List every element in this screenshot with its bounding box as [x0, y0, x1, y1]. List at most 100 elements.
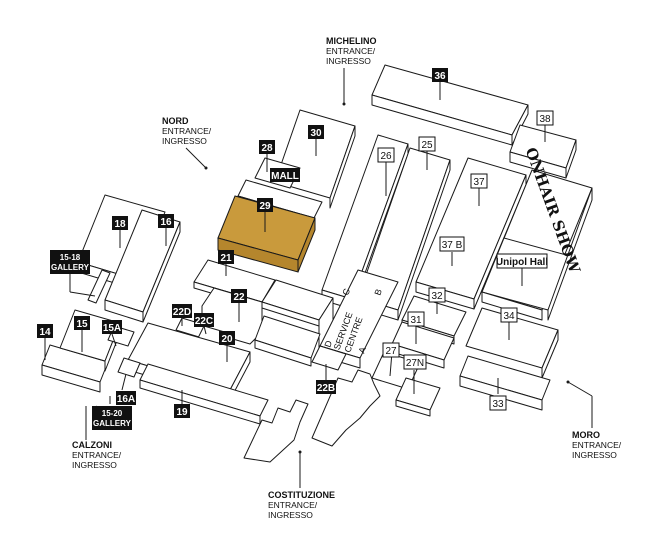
badge-mall: MALL — [270, 168, 300, 182]
building-16a[interactable] — [117, 357, 141, 378]
badge-29: 29 — [257, 198, 273, 212]
svg-text:20: 20 — [221, 334, 233, 345]
entrance-calzoni[interactable]: CALZONI ENTRANCE/ INGRESSO — [72, 440, 122, 470]
svg-text:16: 16 — [160, 217, 172, 228]
badge-22d: 22D — [172, 304, 192, 318]
badge-20: 20 — [219, 331, 235, 345]
entrance-nord[interactable]: NORD ENTRANCE/ INGRESSO — [162, 116, 212, 146]
building-22b[interactable] — [311, 345, 347, 371]
building-38[interactable] — [509, 124, 577, 179]
svg-text:15-18: 15-18 — [60, 253, 81, 262]
badge-25: 25 — [418, 136, 436, 152]
building-29-highlighted[interactable] — [217, 195, 316, 273]
svg-text:33: 33 — [492, 399, 504, 410]
badge-15: 15 — [74, 316, 90, 330]
svg-text:15A: 15A — [103, 323, 121, 334]
badge-31: 31 — [407, 311, 425, 327]
svg-text:INGRESSO: INGRESSO — [572, 450, 617, 460]
svg-text:27N: 27N — [406, 358, 424, 369]
badge-gallery-15-20: 15-20 GALLERY — [92, 406, 132, 430]
svg-text:21: 21 — [220, 253, 232, 264]
building-19[interactable] — [139, 363, 269, 425]
svg-text:COSTITUZIONE: COSTITUZIONE — [268, 490, 335, 500]
svg-text:19: 19 — [176, 407, 188, 418]
building-20-east[interactable] — [254, 315, 321, 367]
road-letter-a: A — [356, 346, 367, 355]
road-letter-d: D — [322, 339, 334, 349]
road-letter-b: B — [372, 288, 383, 297]
building-costituzione-right[interactable] — [311, 369, 381, 447]
svg-text:22: 22 — [233, 292, 245, 303]
building-costituzione-left[interactable] — [243, 399, 309, 463]
building-27n[interactable] — [395, 377, 441, 417]
svg-text:ENTRANCE/: ENTRANCE/ — [268, 500, 318, 510]
badge-15a: 15A — [102, 320, 122, 334]
badge-21: 21 — [218, 250, 234, 264]
badge-37b: 37 B — [439, 236, 465, 252]
badge-27: 27 — [382, 342, 400, 358]
svg-text:14: 14 — [39, 327, 51, 338]
svg-text:ENTRANCE/: ENTRANCE/ — [572, 440, 622, 450]
svg-text:34: 34 — [503, 311, 515, 322]
svg-text:26: 26 — [380, 151, 392, 162]
svg-text:15-20: 15-20 — [102, 409, 123, 418]
entrance-costituzione[interactable]: COSTITUZIONE ENTRANCE/ INGRESSO — [268, 490, 335, 520]
building-33[interactable] — [459, 355, 551, 411]
badge-16a: 16A — [116, 391, 136, 405]
svg-text:37 B: 37 B — [442, 240, 463, 251]
svg-text:MICHELINO: MICHELINO — [326, 36, 377, 46]
entrance-moro[interactable]: MORO ENTRANCE/ INGRESSO — [572, 430, 622, 460]
badge-22c: 22C — [194, 313, 214, 327]
building-21-east[interactable] — [261, 279, 334, 353]
svg-text:32: 32 — [431, 291, 443, 302]
badge-33: 33 — [489, 395, 507, 411]
entrance-michelino[interactable]: MICHELINO ENTRANCE/ INGRESSO — [326, 36, 377, 66]
svg-text:28: 28 — [261, 143, 273, 154]
svg-text:36: 36 — [434, 71, 446, 82]
badge-26: 26 — [377, 147, 395, 163]
svg-text:16A: 16A — [117, 394, 135, 405]
svg-text:27: 27 — [385, 346, 397, 357]
badge-18: 18 — [112, 216, 128, 230]
svg-text:INGRESSO: INGRESSO — [72, 460, 117, 470]
svg-text:GALLERY: GALLERY — [93, 419, 132, 428]
svg-text:30: 30 — [310, 128, 322, 139]
badge-32: 32 — [428, 287, 446, 303]
badge-14: 14 — [37, 324, 53, 338]
svg-text:29: 29 — [259, 201, 271, 212]
building-16[interactable] — [104, 209, 181, 323]
svg-text:15: 15 — [76, 319, 88, 330]
svg-text:ENTRANCE/: ENTRANCE/ — [72, 450, 122, 460]
svg-text:22D: 22D — [173, 307, 191, 318]
svg-text:25: 25 — [421, 140, 433, 151]
svg-text:ENTRANCE/: ENTRANCE/ — [326, 46, 376, 56]
gallery-15-18[interactable] — [87, 269, 111, 304]
badge-28: 28 — [259, 140, 275, 154]
svg-text:INGRESSO: INGRESSO — [326, 56, 371, 66]
svg-text:GALLERY: GALLERY — [51, 263, 90, 272]
building-36[interactable] — [371, 64, 529, 146]
building-14[interactable] — [41, 344, 109, 393]
svg-text:37: 37 — [473, 177, 485, 188]
svg-text:Unipol Hall: Unipol Hall — [496, 257, 548, 268]
badge-34: 34 — [500, 307, 518, 323]
svg-text:INGRESSO: INGRESSO — [268, 510, 313, 520]
badge-37: 37 — [470, 173, 488, 189]
road-letter-c: C — [340, 287, 352, 297]
badge-gallery-15-18: 15-18 GALLERY — [50, 250, 90, 274]
svg-text:INGRESSO: INGRESSO — [162, 136, 207, 146]
building-34[interactable] — [465, 307, 559, 379]
badge-38: 38 — [536, 110, 554, 126]
badge-16: 16 — [158, 214, 174, 228]
badge-30: 30 — [308, 125, 324, 139]
badge-19: 19 — [174, 404, 190, 418]
badge-36: 36 — [432, 68, 448, 82]
svg-text:31: 31 — [410, 315, 422, 326]
badge-22: 22 — [231, 289, 247, 303]
svg-text:ENTRANCE/: ENTRANCE/ — [162, 126, 212, 136]
badge-unipol-hall: Unipol Hall — [496, 253, 548, 269]
svg-text:MALL: MALL — [271, 171, 299, 182]
svg-text:22C: 22C — [195, 316, 213, 327]
badge-27n: 27N — [403, 354, 427, 370]
